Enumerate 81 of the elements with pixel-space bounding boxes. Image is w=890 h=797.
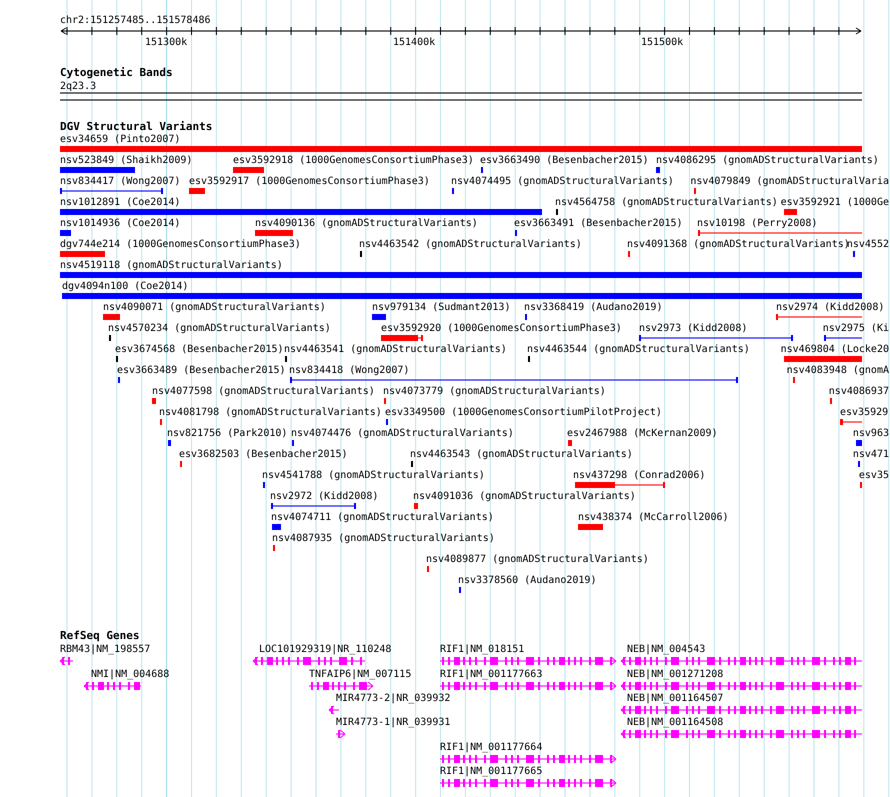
gene-label: TNFAIP6|NM_007115 <box>309 669 412 680</box>
variant-label: nsv10198 (Perry2008) <box>697 218 818 229</box>
gene-label: NEB|NM_001164508 <box>627 717 724 728</box>
tick-label: 151400k <box>393 37 436 48</box>
variant-label: nsv1012891 (Coe2014) <box>60 197 180 208</box>
variant-label: nsv821756 (Park2010) <box>167 428 288 439</box>
variant-label: esv3592918 (1000GenomesConsortiumPhase3) <box>233 155 474 166</box>
variant-label: nsv4087935 (gnomADStructuralVariants) <box>272 533 495 544</box>
variant-label: nsv3368419 (Audano2019) <box>524 302 662 313</box>
variant-label: esv34659 (Pinto2007) <box>60 134 180 145</box>
variant-label: esv3592921 (1000Ge <box>780 197 889 208</box>
variant-label: esv3592920 (1000GenomesConsortiumPhase3) <box>381 323 622 334</box>
variant-label: nsv4570234 (gnomADStructuralVariants) <box>108 323 331 334</box>
variant-label: nsv2974 (Kidd2008) <box>776 302 884 313</box>
variant-label: nsv2972 (Kidd2008) <box>270 491 378 502</box>
variant-label: nsv4074711 (gnomADStructuralVariants) <box>271 512 494 523</box>
gene-label: RIF1|NM_018151 <box>440 644 524 655</box>
variant-label: nsv4463543 (gnomADStructuralVariants) <box>410 449 633 460</box>
variant-label: nsv4564758 (gnomADStructuralVariants) <box>555 197 778 208</box>
variant-label: esv3592917 (1000GenomesConsortiumPhase3) <box>189 176 430 187</box>
variant-label: dgv4094n100 (Coe2014) <box>62 281 188 292</box>
variant-label: nsv523849 (Shaikh2009) <box>60 155 192 166</box>
variant-label: esv3349500 (1000GenomesConsortiumPilotProject) <box>385 407 662 418</box>
variant-label: nsv4091036 (gnomADStructuralVariants) <box>413 491 636 502</box>
gene-label: LOC101929319|NR_110248 <box>259 644 392 655</box>
variant-label: esv3663490 (Besenbacher2015) <box>480 155 649 166</box>
variant-label: esv3682503 (Besenbacher2015) <box>179 449 348 460</box>
variant-label: esv2467988 (McKernan2009) <box>567 428 718 439</box>
gene-label: NEB|NM_001164507 <box>627 693 724 704</box>
variant-label: nsv4086295 (gnomADStructuralVariants) <box>656 155 879 166</box>
variant-label: nsv4552 <box>846 239 889 250</box>
variant-label: nsv979134 (Sudmant2013) <box>372 302 510 313</box>
variant-label: esv3674568 (Besenbacher2015) <box>115 344 284 355</box>
variant-label: esv3663491 (Besenbacher2015) <box>514 218 683 229</box>
variant-label: nsv4090071 (gnomADStructuralVariants) <box>103 302 326 313</box>
tick-label: 151500k <box>641 37 684 48</box>
band-label: 2q23.3 <box>60 81 96 92</box>
variant-label: nsv4074495 (gnomADStructuralVariants) <box>451 176 674 187</box>
variant-label: nsv4074476 (gnomADStructuralVariants) <box>291 428 514 439</box>
location-label: chr2:151257485..151578486 <box>60 15 211 26</box>
variant-label: nsv3378560 (Audano2019) <box>458 575 596 586</box>
tick-label: 151300k <box>145 37 188 48</box>
gene-label: NEB|NM_001271208 <box>627 669 724 680</box>
gene-label: RIF1|NM_001177664 <box>440 742 542 753</box>
variant-label: esv3663489 (Besenbacher2015) <box>117 365 286 376</box>
variant-label: nsv4073779 (gnomADStructuralVariants) <box>383 386 606 397</box>
variant-label: nsv438374 (McCarroll2006) <box>578 512 729 523</box>
variant-label: nsv834417 (Wong2007) <box>60 176 180 187</box>
gene-label: MIR4773-2|NR_039932 <box>336 693 450 704</box>
variant-label: esv35 <box>858 470 889 481</box>
gene-label: NEB|NM_004543 <box>627 644 706 655</box>
gene-label: RBM43|NM_198557 <box>60 644 150 655</box>
variant-label: nsv4089877 (gnomADStructuralVariants) <box>426 554 649 565</box>
variant-label: nsv4081798 (gnomADStructuralVariants) <box>159 407 382 418</box>
variant-label: nsv1014936 (Coe2014) <box>60 218 180 229</box>
track-title: Cytogenetic Bands <box>60 67 173 78</box>
gene-label: RIF1|NM_001177665 <box>440 766 542 777</box>
variant-label: nsv2975 (Ki <box>822 323 889 334</box>
variant-label: nsv2973 (Kidd2008) <box>639 323 748 334</box>
variant-label: nsv4086937 <box>828 386 889 397</box>
variant-label: nsv437298 (Conrad2006) <box>573 470 706 481</box>
variant-label: nsv4079849 (gnomADStructuralVaria <box>690 176 889 187</box>
variant-label: esv35929 <box>840 407 888 418</box>
variant-label: nsv4519118 (gnomADStructuralVariants) <box>60 260 283 271</box>
variant-label: nsv4463542 (gnomADStructuralVariants) <box>359 239 582 250</box>
variant-label: nsv4083948 (gnomA <box>786 365 889 376</box>
variant-label: nsv4463544 (gnomADStructuralVariants) <box>527 344 750 355</box>
variant-label: nsv4463541 (gnomADStructuralVariants) <box>284 344 507 355</box>
variant-label: nsv963 <box>852 428 889 439</box>
gene-label: MIR4773-1|NR_039931 <box>336 717 450 728</box>
gene-label: RIF1|NM_001177663 <box>440 669 542 680</box>
gene-label: NMI|NM_004688 <box>91 669 170 680</box>
variant-label: nsv471 <box>852 449 889 460</box>
variant-label: nsv4541788 (gnomADStructuralVariants) <box>262 470 485 481</box>
track-title: RefSeq Genes <box>60 630 140 641</box>
variant-label: nsv4077598 (gnomADStructuralVariants) <box>152 386 375 397</box>
variant-label: nsv834418 (Wong2007) <box>289 365 410 376</box>
variant-label: nsv4090136 (gnomADStructuralVariants) <box>255 218 478 229</box>
variant-label: nsv469804 (Locke20 <box>780 344 889 355</box>
variant-label: dgv744e214 (1000GenomesConsortiumPhase3) <box>60 239 301 250</box>
track-title: DGV Structural Variants <box>60 121 212 132</box>
